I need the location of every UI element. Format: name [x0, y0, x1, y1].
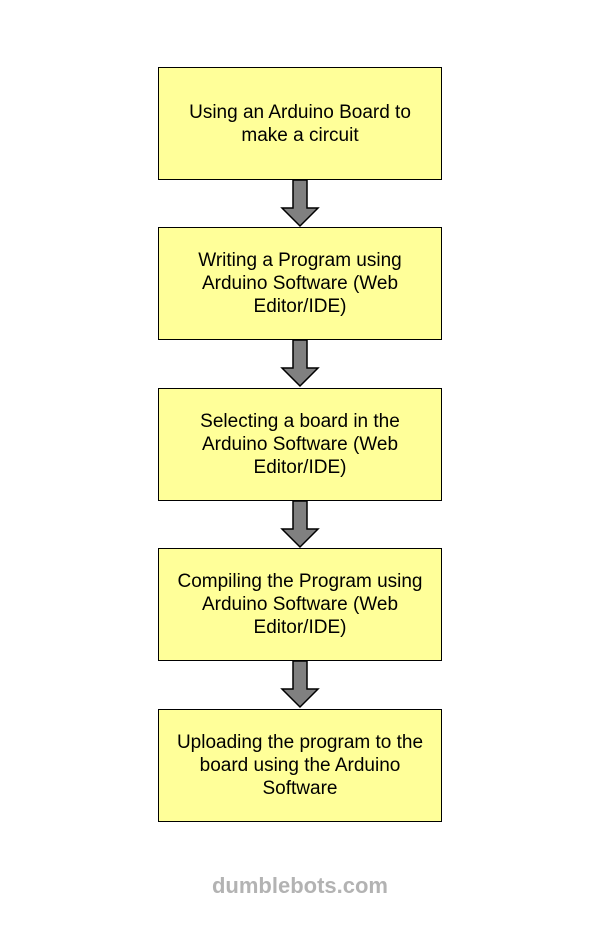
down-arrow-icon [280, 501, 320, 549]
flow-step-build-circuit: Using an Arduino Board to make a circuit [158, 67, 442, 180]
step-label: Writing a Program using Arduino Software… [198, 250, 402, 317]
flow-step-compile-program: Compiling the Program using Arduino Soft… [158, 548, 442, 661]
flow-step-select-board: Selecting a board in the Arduino Softwar… [158, 388, 442, 501]
step-label: Compiling the Program using Arduino Soft… [177, 571, 423, 638]
step-label: Using an Arduino Board to make a circuit [189, 101, 411, 146]
step-label: Selecting a board in the Arduino Softwar… [200, 411, 400, 478]
flow-step-upload-program: Uploading the program to the board using… [158, 709, 442, 822]
step-label: Uploading the program to the board using… [176, 732, 424, 799]
down-arrow-icon [280, 661, 320, 709]
flow-step-write-program: Writing a Program using Arduino Software… [158, 227, 442, 340]
watermark-text: dumblebots.com [211, 873, 388, 898]
down-arrow-icon [280, 340, 320, 388]
down-arrow-icon [280, 180, 320, 228]
